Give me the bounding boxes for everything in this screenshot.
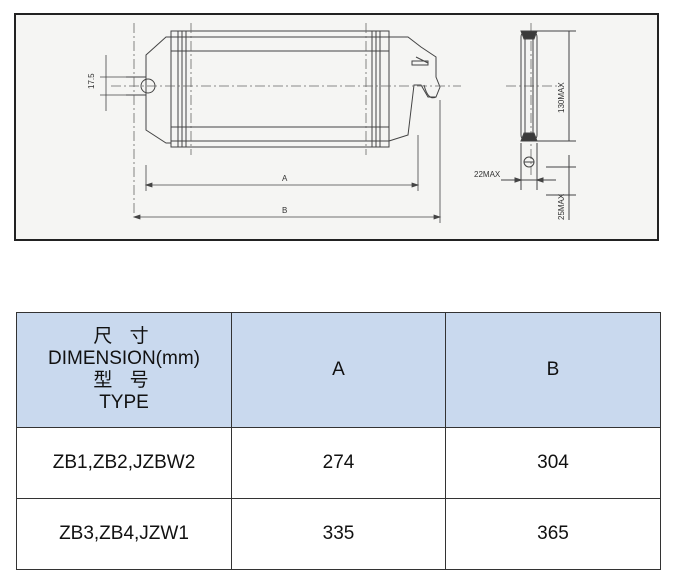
- row-b-cell: 304: [445, 427, 661, 499]
- dim-b-label: B: [282, 206, 287, 215]
- row-type-cell: ZB1,ZB2,JZBW2: [16, 427, 232, 499]
- technical-drawing: A B 17.5 130MAX 22MAX 25MAX: [14, 13, 659, 241]
- side-view: [501, 30, 576, 220]
- row-a-cell: 335: [231, 498, 446, 570]
- dimension-lines: [100, 55, 442, 223]
- header-col-b: B: [445, 312, 661, 428]
- dimension-table: 尺 寸 DIMENSION(mm) 型 号 TYPE A B ZB1,ZB2,J…: [16, 312, 661, 570]
- slot-height-label: 17.5: [87, 73, 96, 89]
- table-row: ZB1,ZB2,JZBW2 274 304: [16, 427, 661, 499]
- center-lines: [111, 23, 561, 215]
- width-max-label: 22MAX: [474, 170, 501, 179]
- height-max-label: 130MAX: [557, 82, 566, 113]
- table-header-row: 尺 寸 DIMENSION(mm) 型 号 TYPE A B: [16, 312, 661, 428]
- table-row: ZB3,ZB4,JZW1 335 365: [16, 498, 661, 570]
- base-max-label: 25MAX: [557, 193, 566, 220]
- header-col-a: A: [231, 312, 446, 428]
- row-a-cell: 274: [231, 427, 446, 499]
- row-b-cell: 365: [445, 498, 661, 570]
- dim-a-label: A: [282, 174, 288, 183]
- row-type-cell: ZB3,ZB4,JZW1: [16, 498, 232, 570]
- header-type-en: TYPE: [99, 392, 149, 413]
- header-type-cn: 型 号: [93, 370, 155, 391]
- drawing-svg: A B 17.5 130MAX 22MAX 25MAX: [87, 23, 576, 223]
- header-corner-cell: 尺 寸 DIMENSION(mm) 型 号 TYPE: [16, 312, 232, 428]
- header-dimension-cn: 尺 寸: [93, 326, 155, 347]
- front-view: [126, 30, 441, 148]
- header-dimension-en: DIMENSION(mm): [48, 348, 200, 369]
